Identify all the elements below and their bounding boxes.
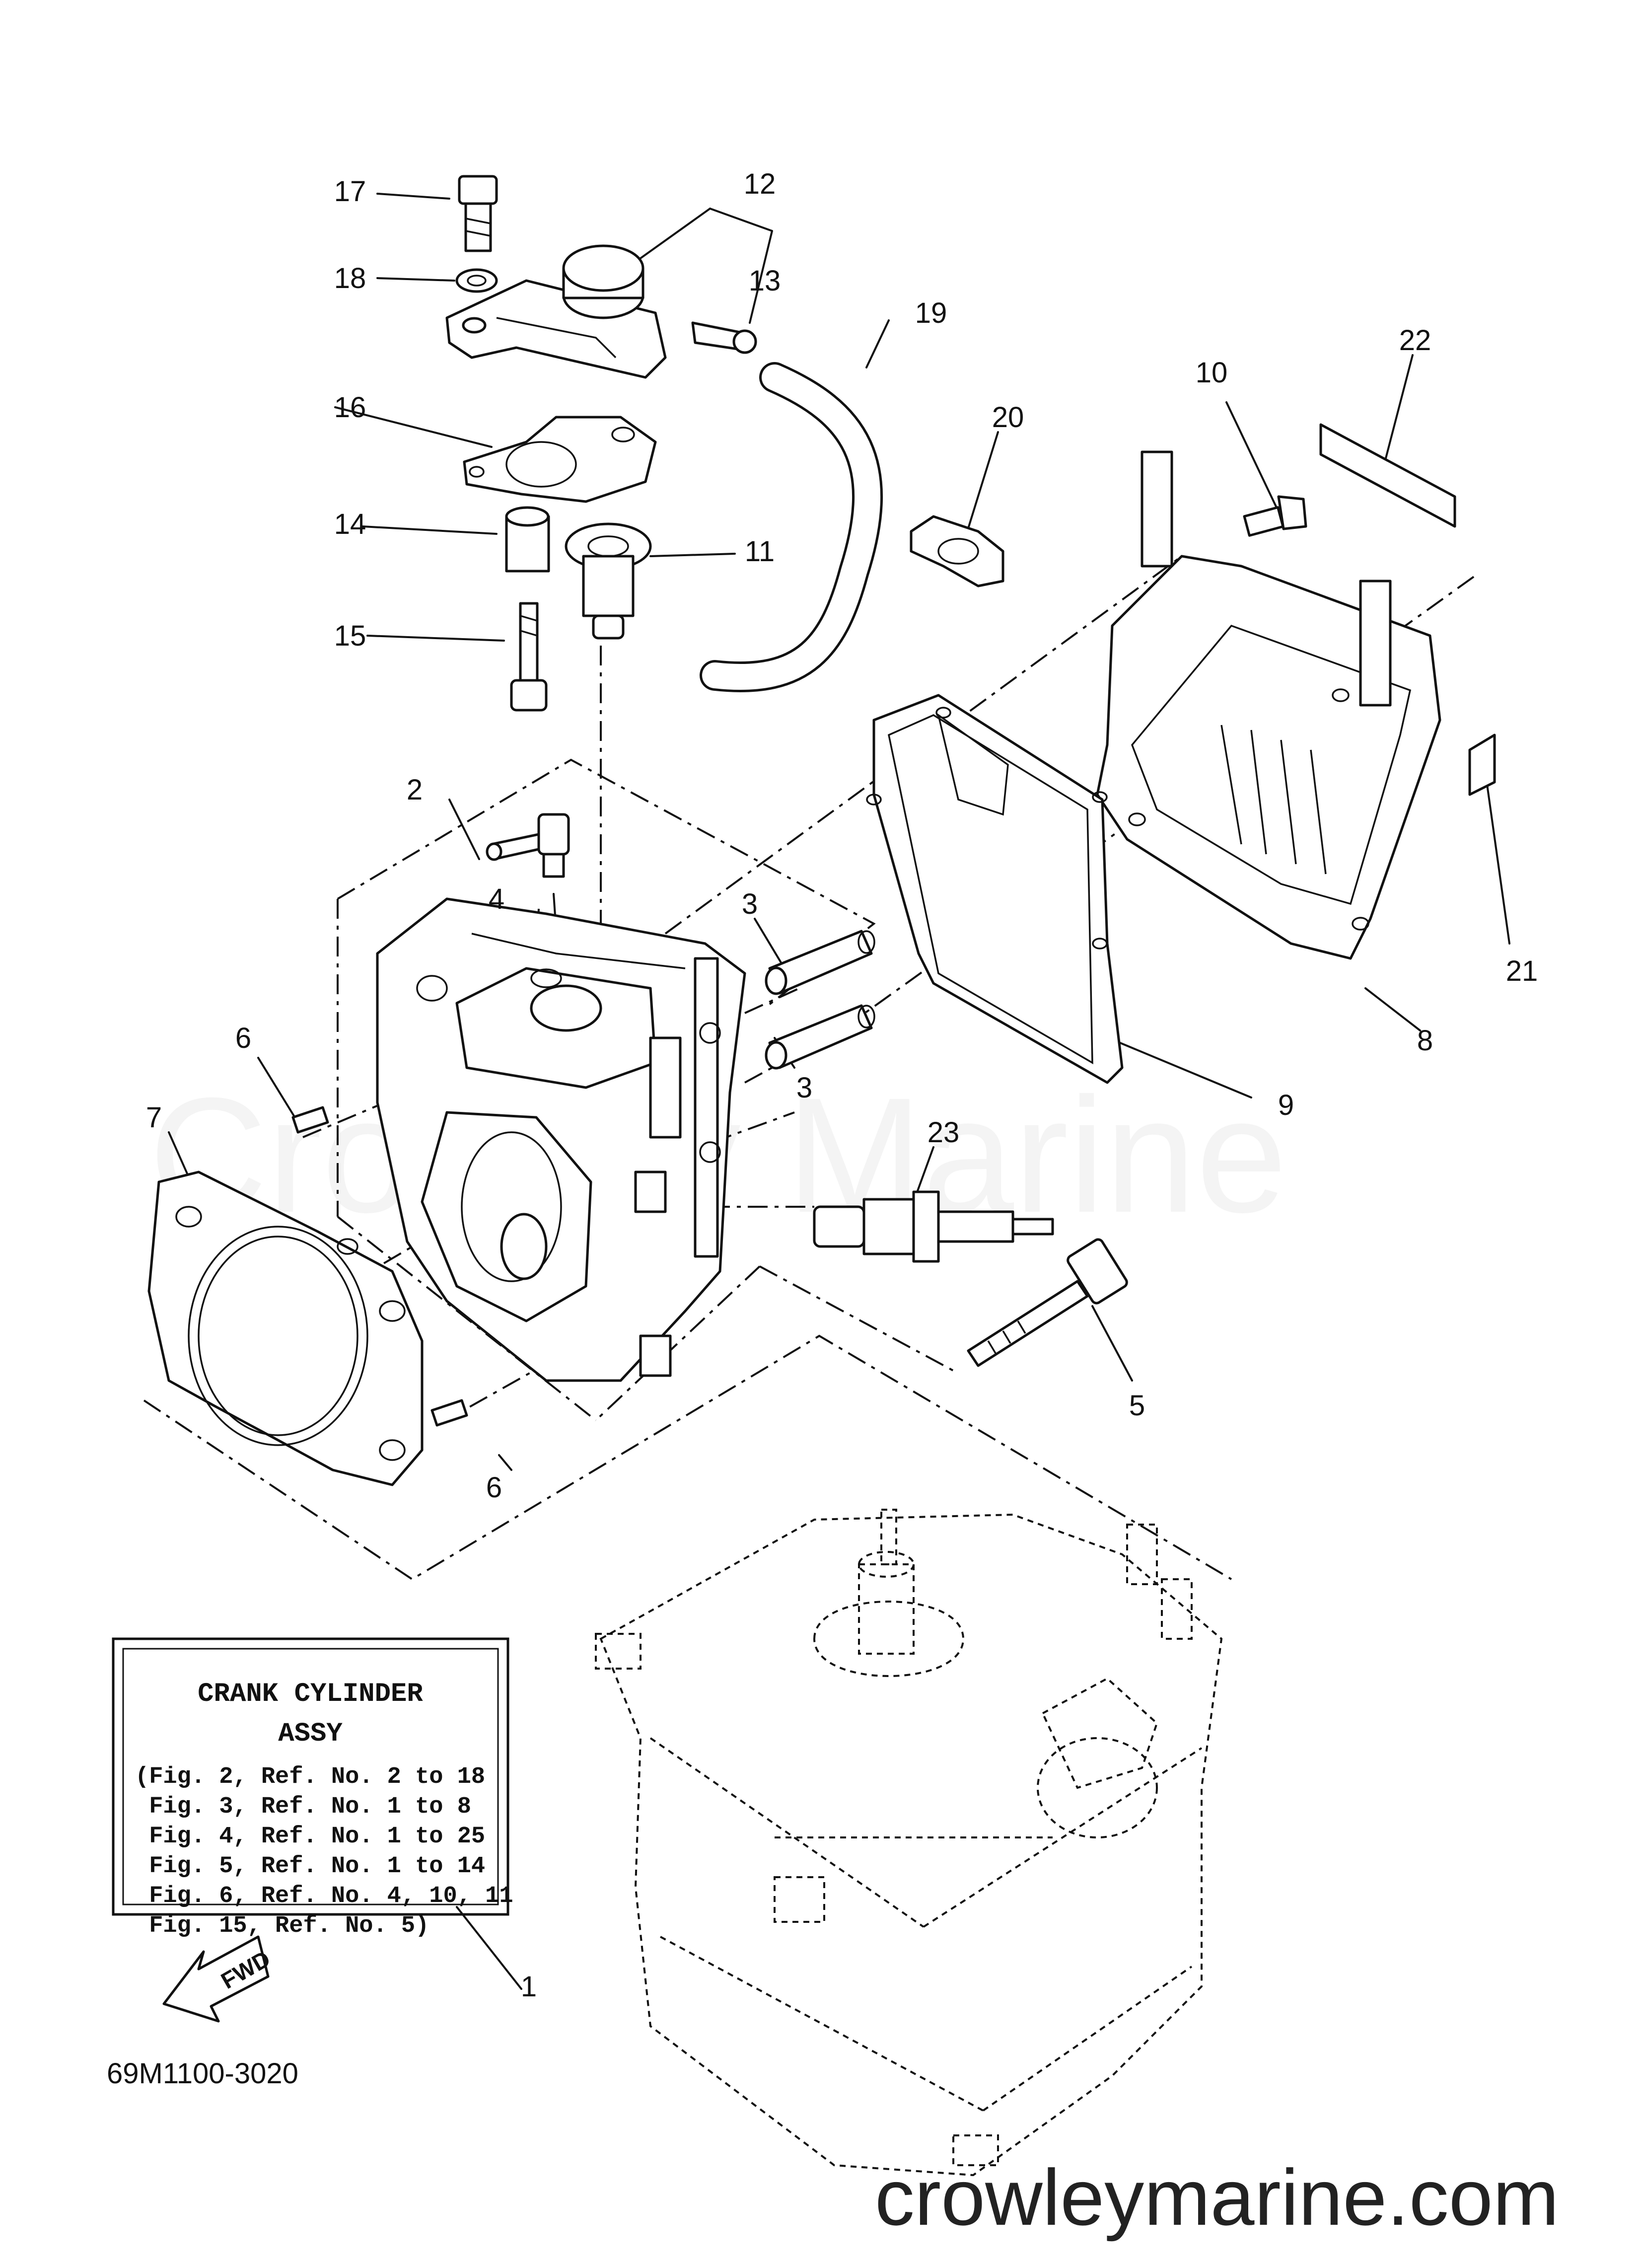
box-title-line2: ASSY <box>278 1719 343 1749</box>
part-3-sleeves <box>765 930 875 1070</box>
box-line: (Fig. 2, Ref. No. 2 to 18 <box>135 1764 485 1790</box>
callout-1: 1 <box>521 1971 537 2003</box>
part-1-crank-cylinder <box>595 1509 1223 2177</box>
callout-22: 22 <box>1399 324 1431 357</box>
drawing-code: 69M1100-3020 <box>107 2057 298 2090</box>
part-8-exhaust-cover <box>1096 450 1441 960</box>
callout-12: 12 <box>744 168 776 200</box>
part-17-bolt <box>458 175 498 252</box>
part-23-spark-plug <box>813 1190 1054 1263</box>
part-12-thermostat-cover <box>445 244 667 379</box>
part-13-fitting <box>691 321 757 354</box>
callout-3: 3 <box>796 1072 812 1104</box>
part-9-gasket <box>866 694 1124 1084</box>
part-11-thermostat <box>565 522 652 640</box>
part-22-label <box>1319 423 1456 528</box>
callout-5: 5 <box>1129 1390 1145 1422</box>
callout-11: 11 <box>745 535 775 568</box>
box-line: Fig. 15, Ref. No. 5) <box>135 1913 429 1939</box>
callout-3: 3 <box>742 888 758 920</box>
callout-4: 4 <box>489 883 504 915</box>
callout-7: 7 <box>146 1101 162 1134</box>
box-line: Fig. 6, Ref. No. 4, 10, 11 <box>135 1883 513 1909</box>
callout-9: 9 <box>1278 1089 1294 1121</box>
callout-17: 17 <box>334 175 366 208</box>
part-18-washer <box>455 268 498 293</box>
callout-6: 6 <box>235 1022 251 1054</box>
part-2-cylinder-head <box>376 897 746 1382</box>
part-5-bolt <box>967 1238 1128 1367</box>
callout-21: 21 <box>1506 955 1538 987</box>
box-line: Fig. 5, Ref. No. 1 to 14 <box>135 1853 485 1880</box>
part-21-plate <box>1468 733 1496 796</box>
part-7-head-gasket <box>147 1171 424 1486</box>
part-20-clip <box>910 515 1004 587</box>
box-title-line1: CRANK CYLINDER <box>198 1679 423 1709</box>
callout-18: 18 <box>334 262 366 294</box>
callout-2: 2 <box>407 774 423 806</box>
callout-16: 16 <box>334 391 366 424</box>
assembly-info-box: CRANK CYLINDER ASSY (Fig. 2, Ref. No. 2 … <box>112 1637 513 1939</box>
box-line: Fig. 4, Ref. No. 1 to 25 <box>135 1824 485 1850</box>
part-15-bolt <box>510 602 548 712</box>
callout-23: 23 <box>928 1116 960 1149</box>
part-6-dowel-pins <box>291 1106 468 1427</box>
fwd-arrow-icon: FWD <box>162 1935 275 2023</box>
part-14-collar <box>505 506 550 573</box>
callout-labels: 1 2 3 3 4 5 6 6 7 8 9 10 11 12 13 14 15 … <box>146 168 1538 2003</box>
part-10-bolt <box>1243 495 1307 537</box>
callout-20: 20 <box>992 401 1024 434</box>
callout-15: 15 <box>334 620 366 652</box>
callout-8: 8 <box>1417 1024 1433 1057</box>
callout-19: 19 <box>915 297 947 329</box>
box-line: Fig. 3, Ref. No. 1 to 8 <box>135 1794 471 1820</box>
callout-10: 10 <box>1196 357 1228 389</box>
part-16-gasket <box>463 416 657 503</box>
callout-6: 6 <box>486 1471 502 1504</box>
callout-13: 13 <box>749 265 781 297</box>
leader-lines <box>168 193 1510 1990</box>
part-4-fitting <box>486 813 570 878</box>
callout-14: 14 <box>334 508 366 540</box>
website-footer: crowleymarine.com <box>875 2153 1559 2242</box>
